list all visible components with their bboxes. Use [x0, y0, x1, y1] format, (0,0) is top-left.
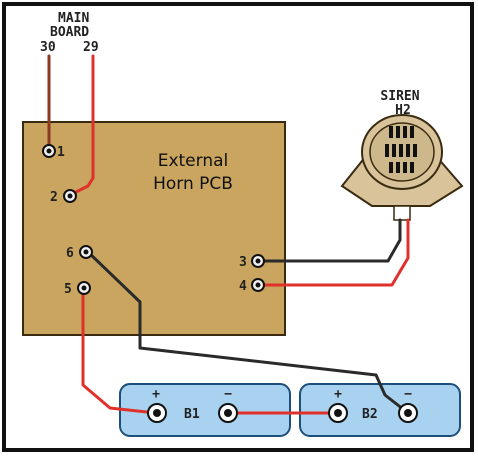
siren-grille-icon: [385, 126, 417, 173]
siren-lead-boot: [393, 205, 411, 221]
battery-b1: [119, 383, 291, 437]
battery-terminals: [147, 403, 418, 423]
siren-h2: SIREN H2: [340, 89, 464, 221]
external-horn-pcb: [22, 121, 286, 336]
main-board-line2: BOARD: [50, 25, 89, 40]
terminal-1-label: 1: [57, 145, 65, 160]
terminal-4-label: 4: [239, 279, 247, 294]
battery-b1-plus: +: [152, 387, 160, 402]
main-board-pin-29: 29: [83, 40, 99, 55]
pcb-label-line1: External: [158, 151, 229, 171]
battery-b2-minus: −: [404, 387, 412, 402]
wires: [47, 54, 410, 415]
main-board-pin-30: 30: [40, 40, 56, 55]
terminal-2-label: 2: [50, 190, 58, 205]
battery-b1-minus: −: [224, 387, 232, 402]
wire-t4-to-siren: [260, 218, 410, 287]
siren-label-line1: SIREN: [380, 89, 419, 104]
battery-b2-label: B2: [362, 407, 378, 422]
terminal-6-label: 6: [66, 246, 74, 261]
wire-t6-to-b2-minus: [86, 250, 410, 415]
terminal-5-label: 5: [64, 282, 72, 297]
battery-b2-plus: +: [334, 387, 342, 402]
battery-b1-label: B1: [184, 407, 200, 422]
pcb-label-line2: Horn PCB: [153, 174, 233, 194]
pcb-terminals: 1 2 6 5 3 4: [42, 144, 265, 297]
wire-t5-to-b1-plus: [81, 288, 158, 415]
wire-t3-to-siren: [260, 218, 402, 263]
terminal-3-label: 3: [239, 255, 247, 270]
battery-b2: [299, 383, 461, 437]
main-board-label: MAIN BOARD 30 29: [40, 11, 99, 55]
main-board-line1: MAIN: [58, 11, 89, 26]
wire-board29-to-t2: [66, 54, 95, 198]
